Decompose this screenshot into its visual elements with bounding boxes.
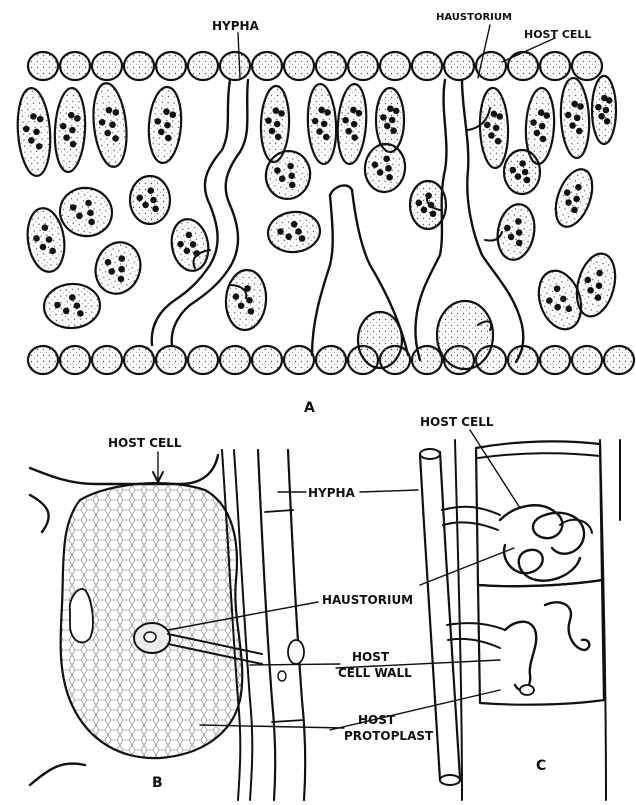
- plant-cell: [549, 164, 600, 231]
- leader-line: [330, 690, 500, 730]
- epidermal-cell: [572, 346, 602, 374]
- epidermal-cell: [348, 52, 378, 80]
- epidermal-cell: [156, 52, 186, 80]
- panel-letter-a: A: [304, 400, 315, 416]
- label-host-cell-a: HOST CELL: [524, 28, 591, 41]
- epidermal-cell: [124, 346, 154, 374]
- label-hypha-b: HYPHA: [308, 486, 356, 500]
- panel-b-haustorium-detail: HOST CELL HYPHA HAUSTORIUM HOST CELL WAL…: [30, 436, 434, 800]
- label-host-cell-c: HOST CELL: [420, 415, 494, 429]
- label-host-cell-b: HOST CELL: [108, 436, 182, 450]
- label-hypha-a: HYPHA: [212, 19, 260, 33]
- plant-cell: [224, 269, 268, 332]
- panel-letter-b: B: [152, 775, 163, 791]
- epidermal-cell: [316, 346, 346, 374]
- leader-line: [420, 548, 514, 585]
- epidermal-cell: [540, 52, 570, 80]
- haustorium-lower: [505, 602, 589, 695]
- epidermal-cell: [572, 52, 602, 80]
- label-host-cell-wall-1: HOST: [352, 650, 390, 664]
- epidermal-cell: [188, 52, 218, 80]
- haustorium-cell: [358, 312, 402, 368]
- plant-cell: [168, 216, 212, 273]
- epidermal-cell: [540, 346, 570, 374]
- label-host-cell-wall-2: CELL WALL: [338, 666, 412, 680]
- plant-cell: [15, 87, 53, 177]
- epidermal-cell: [28, 346, 58, 374]
- plant-cell: [363, 142, 408, 194]
- leader-line: [250, 664, 340, 665]
- plant-cell: [90, 82, 131, 169]
- plant-cell: [479, 88, 510, 169]
- epidermal-cell: [316, 52, 346, 80]
- epidermal-cell: [124, 52, 154, 80]
- plant-cell: [376, 88, 404, 152]
- plant-cell: [493, 201, 538, 262]
- epidermal-cell: [412, 52, 442, 80]
- epidermal-cell: [28, 52, 58, 80]
- label-host-protoplast-1: HOST: [358, 713, 396, 727]
- epidermal-cell: [284, 346, 314, 374]
- epidermal-cell: [284, 52, 314, 80]
- haustorium-cell: [437, 301, 493, 369]
- plant-cell: [53, 87, 87, 172]
- epidermal-cell: [92, 52, 122, 80]
- epidermal-cell: [508, 52, 538, 80]
- epidermal-cell: [508, 346, 538, 374]
- epidermal-cell: [60, 52, 90, 80]
- plant-cell: [559, 77, 591, 158]
- host-cell-outline: [30, 455, 218, 484]
- plant-cell: [146, 86, 183, 164]
- plant-cell: [266, 209, 322, 254]
- epidermal-cell: [220, 52, 250, 80]
- epidermal-cell: [60, 346, 90, 374]
- lower-epidermis: [28, 346, 634, 374]
- plant-cell: [306, 83, 338, 164]
- host-cell-box: [478, 580, 604, 705]
- epidermal-cell: [380, 52, 410, 80]
- leader-line: [360, 490, 418, 492]
- label-haustorium-a: HAUSTORIUM: [436, 12, 512, 23]
- label-host-protoplast-2: PROTOPLAST: [344, 729, 434, 743]
- coiled-haustorium: [500, 505, 592, 580]
- epidermal-cell: [252, 52, 282, 80]
- plant-cell: [592, 76, 616, 144]
- plant-cell: [43, 282, 102, 330]
- plant-cell: [504, 150, 540, 194]
- epidermal-cell: [156, 346, 186, 374]
- plant-cell: [56, 184, 116, 240]
- plant-cell: [89, 236, 147, 299]
- mesophyll-cells: [15, 76, 621, 335]
- plant-cell: [335, 83, 369, 165]
- panel-letter-c: C: [536, 758, 546, 774]
- epidermal-cell: [188, 346, 218, 374]
- label-haustorium-b: HAUSTORIUM: [322, 593, 413, 607]
- epidermal-cell: [92, 346, 122, 374]
- hypha-tube: [258, 450, 275, 800]
- plant-cell: [130, 176, 170, 224]
- epidermal-cell: [604, 346, 634, 374]
- epidermal-cell: [444, 52, 474, 80]
- epidermal-cell: [252, 346, 282, 374]
- epidermal-cell: [220, 346, 250, 374]
- panel-a-leaf-section: HYPHA HAUSTORIUM HOST CELL A: [15, 12, 634, 416]
